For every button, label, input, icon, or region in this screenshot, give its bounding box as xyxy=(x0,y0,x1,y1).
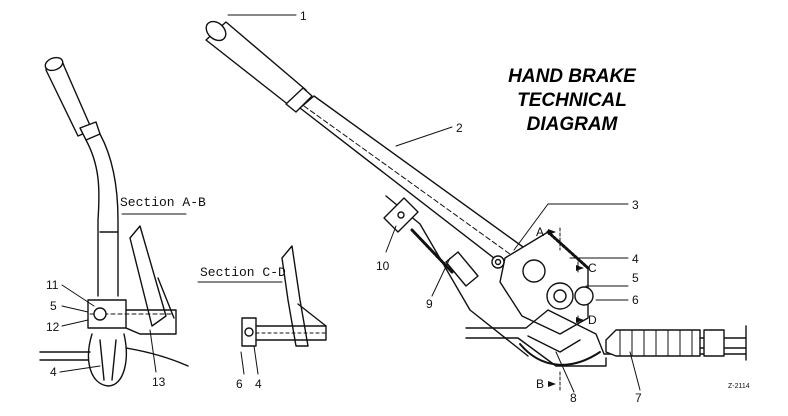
section-mark-c: C xyxy=(588,261,597,275)
callout-cd-4: 4 xyxy=(255,377,262,391)
section-ab-label: Section A-B xyxy=(120,195,206,210)
section-cd-drawing xyxy=(241,245,327,347)
title-line-3: DIAGRAM xyxy=(527,114,619,135)
callout-ab-4: 4 xyxy=(50,365,57,379)
callout-ab-5: 5 xyxy=(50,299,57,313)
title-line-1: HAND BRAKE xyxy=(508,66,637,87)
callout-8: 8 xyxy=(570,391,577,405)
section-arrows xyxy=(548,229,584,387)
section-mark-d: D xyxy=(588,313,597,327)
leader-lines xyxy=(59,14,641,393)
main-lever-drawing xyxy=(205,20,747,367)
callout-4: 4 xyxy=(632,252,639,266)
callout-7: 7 xyxy=(635,391,642,405)
callout-ab-11: 11 xyxy=(46,278,59,292)
callout-6: 6 xyxy=(632,293,639,307)
callout-1: 1 xyxy=(300,9,307,23)
callout-cd-6: 6 xyxy=(236,377,243,391)
drawing-code: Z-2114 xyxy=(728,383,750,390)
section-cd-label: Section C-D xyxy=(200,265,286,280)
callout-ab-13: 13 xyxy=(152,375,166,389)
callout-5: 5 xyxy=(632,271,639,285)
title-line-2: TECHNICAL xyxy=(517,90,627,111)
callout-2: 2 xyxy=(456,121,463,135)
section-ab-drawing xyxy=(39,56,189,387)
callout-10: 10 xyxy=(376,259,390,273)
callout-3: 3 xyxy=(632,198,639,212)
section-mark-b: B xyxy=(536,377,544,391)
callout-ab-12: 12 xyxy=(46,320,60,334)
section-mark-a: A xyxy=(536,225,544,239)
callout-9: 9 xyxy=(426,297,433,311)
